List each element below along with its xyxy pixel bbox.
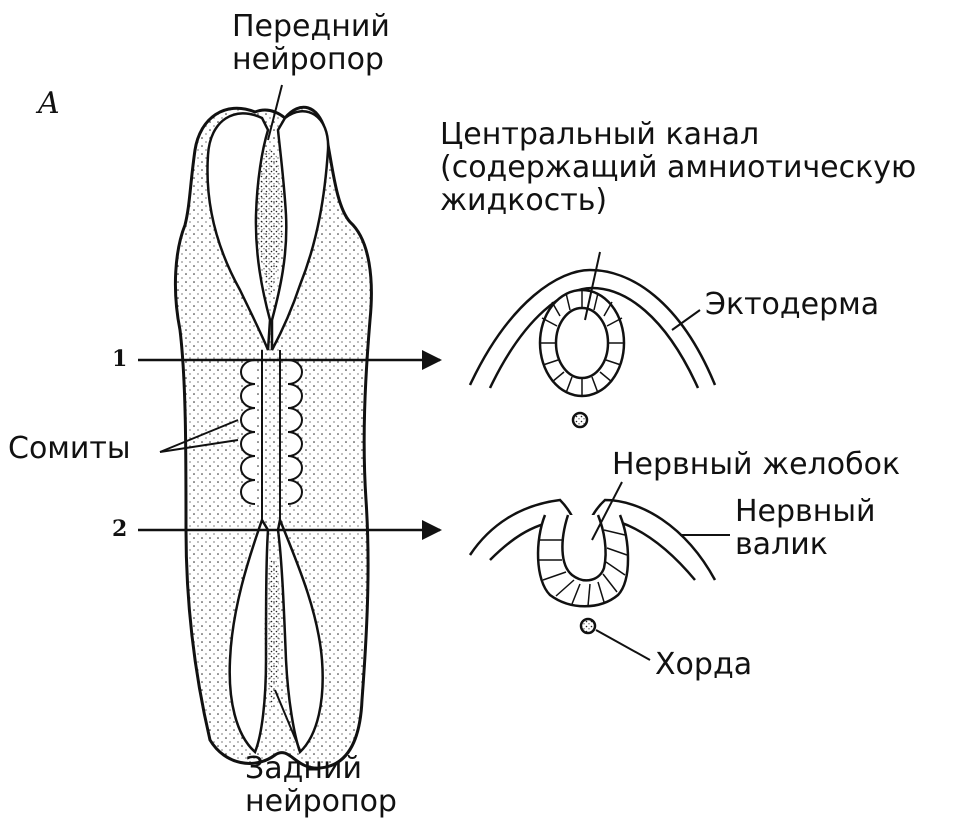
section-2-marker: 2 [112,516,127,542]
notochord-leader [596,630,650,660]
central-canal [556,308,608,378]
neural-fold-label: Нервный валик [735,495,895,561]
anterior-neuropore-label: Передний нейропор [232,10,412,76]
central-canal-label: Центральный канал (содержащий амниотичес… [440,118,970,217]
cross-section-1 [470,252,715,427]
cross-section-2 [470,482,730,660]
embryo-dorsal-view [175,107,371,768]
posterior-neuropore-label: Задний нейропор [245,752,425,818]
neural-groove-label: Нервный желобок [612,448,900,481]
notochord-1 [573,413,587,427]
ectoderm-leader [672,310,700,330]
somites-label: Сомиты [8,432,131,465]
panel-letter: A [38,86,60,121]
notochord-label: Хорда [655,648,752,681]
ectoderm-label: Эктодерма [705,288,879,321]
section-1-marker: 1 [112,346,127,372]
notochord-2 [581,619,595,633]
